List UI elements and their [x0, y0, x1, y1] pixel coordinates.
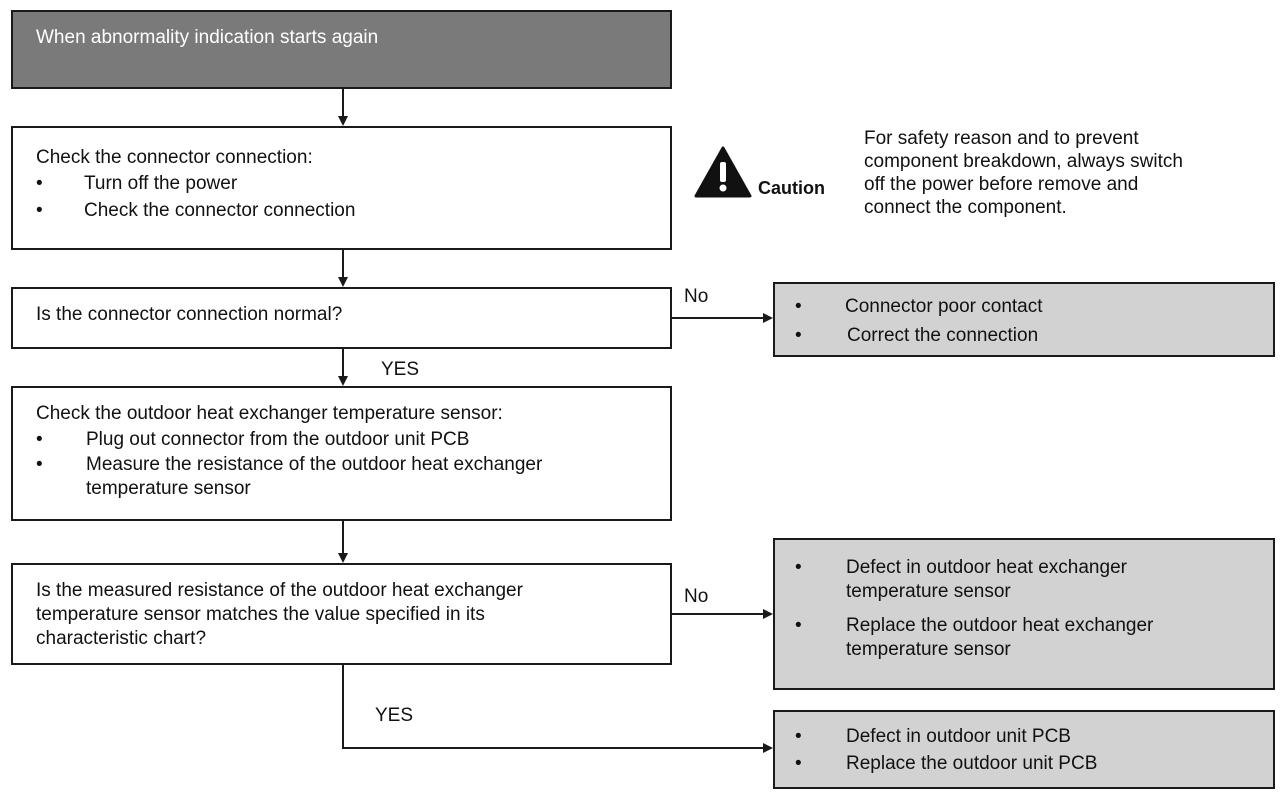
caution-text: For safety reason and to prevent compone… [864, 127, 1183, 219]
step1-bullet-2: • Check the connector connection [36, 199, 355, 226]
result2-bullet-2-line-2: temperature sensor [846, 639, 1011, 660]
step1-bullet-1: • Turn off the power [36, 172, 355, 199]
decision2-question: Is the measured resistance of the outdoo… [36, 579, 523, 651]
decision2-no-label: No [684, 586, 709, 607]
caution-line-4: connect the component. [864, 197, 1067, 218]
bullet-glyph: • [795, 325, 802, 346]
result3-bullet-1: • Defect in outdoor unit PCB [795, 725, 1097, 752]
arrow-decision2-yes [342, 664, 773, 753]
result2-bullet-2-line-1: Replace the outdoor heat exchanger [846, 615, 1154, 636]
step1-bullets: • Turn off the power • Check the connect… [36, 172, 355, 226]
step2-bullets: • Plug out connector from the outdoor un… [36, 428, 542, 501]
warning-icon [694, 146, 752, 198]
step1-title: Check the connector connection: [36, 147, 313, 168]
result1-box: • Connector poor contact • Correct the c… [773, 282, 1275, 357]
result2-bullet-1-line-2: temperature sensor [846, 581, 1011, 602]
step2-box: Check the outdoor heat exchanger tempera… [11, 386, 672, 521]
decision2-box: Is the measured resistance of the outdoo… [11, 563, 672, 665]
step2-bullet-2-line-1: Measure the resistance of the outdoor he… [86, 454, 543, 475]
step2-bullet-1: • Plug out connector from the outdoor un… [36, 428, 542, 453]
result1-bullet-1: • Connector poor contact [795, 295, 1043, 324]
start-box: When abnormality indication starts again [11, 10, 672, 89]
result3-box: • Defect in outdoor unit PCB • Replace t… [773, 710, 1275, 789]
decision1-question: Is the connector connection normal? [36, 304, 343, 325]
caution-line-3: off the power before remove and [864, 174, 1139, 195]
step2-bullet-2: • Measure the resistance of the outdoor … [36, 453, 542, 501]
result1-bullet-2-text: Correct the connection [847, 325, 1039, 346]
bullet-glyph: • [36, 173, 43, 194]
result2-bullets: • Defect in outdoor heat exchanger tempe… [795, 556, 1153, 662]
bullet-glyph: • [795, 726, 802, 747]
decision2-line-2: temperature sensor matches the value spe… [36, 604, 485, 625]
decision2-line-1: Is the measured resistance of the outdoo… [36, 580, 523, 601]
step1-bullet-1-text: Turn off the power [84, 173, 238, 194]
step1-box: Check the connector connection: • Turn o… [11, 126, 672, 250]
caution-line-1: For safety reason and to prevent [864, 128, 1139, 149]
step2-title: Check the outdoor heat exchanger tempera… [36, 403, 503, 424]
bullet-glyph: • [36, 200, 43, 221]
result2-bullet-1-line-1: Defect in outdoor heat exchanger [846, 557, 1127, 578]
result3-bullet-2: • Replace the outdoor unit PCB [795, 752, 1097, 779]
result3-bullet-1-text: Defect in outdoor unit PCB [846, 726, 1071, 747]
bullet-glyph: • [795, 557, 802, 578]
decision2-line-3: characteristic chart? [36, 628, 207, 649]
decision1-box: Is the connector connection normal? [11, 287, 672, 349]
step1-bullet-2-text: Check the connector connection [84, 200, 356, 221]
result1-bullet-1-text: Connector poor contact [845, 296, 1043, 317]
caution-label: Caution [758, 178, 825, 198]
bullet-glyph: • [36, 454, 43, 475]
step2-bullet-1-text: Plug out connector from the outdoor unit… [86, 429, 470, 450]
result2-box: • Defect in outdoor heat exchanger tempe… [773, 538, 1275, 690]
bullet-glyph: • [36, 429, 43, 450]
start-box-text: When abnormality indication starts again [36, 27, 379, 48]
decision1-no-label: No [684, 286, 709, 307]
bullet-glyph: • [795, 615, 802, 636]
result3-bullets: • Defect in outdoor unit PCB • Replace t… [795, 725, 1097, 779]
bullet-glyph: • [795, 296, 802, 317]
decision2-yes-label: YES [375, 705, 414, 726]
result3-bullet-2-text: Replace the outdoor unit PCB [846, 753, 1098, 774]
result2-bullet-2: • Replace the outdoor heat exchanger tem… [795, 614, 1153, 662]
result1-bullets: • Connector poor contact • Correct the c… [795, 295, 1043, 353]
bullet-glyph: • [795, 753, 802, 774]
step2-bullet-2-line-2: temperature sensor [86, 478, 251, 499]
caution-line-2: component breakdown, always switch [864, 151, 1183, 172]
result1-bullet-2: • Correct the connection [795, 324, 1043, 353]
decision1-yes-label: YES [381, 359, 420, 380]
result2-bullet-1: • Defect in outdoor heat exchanger tempe… [795, 556, 1153, 614]
